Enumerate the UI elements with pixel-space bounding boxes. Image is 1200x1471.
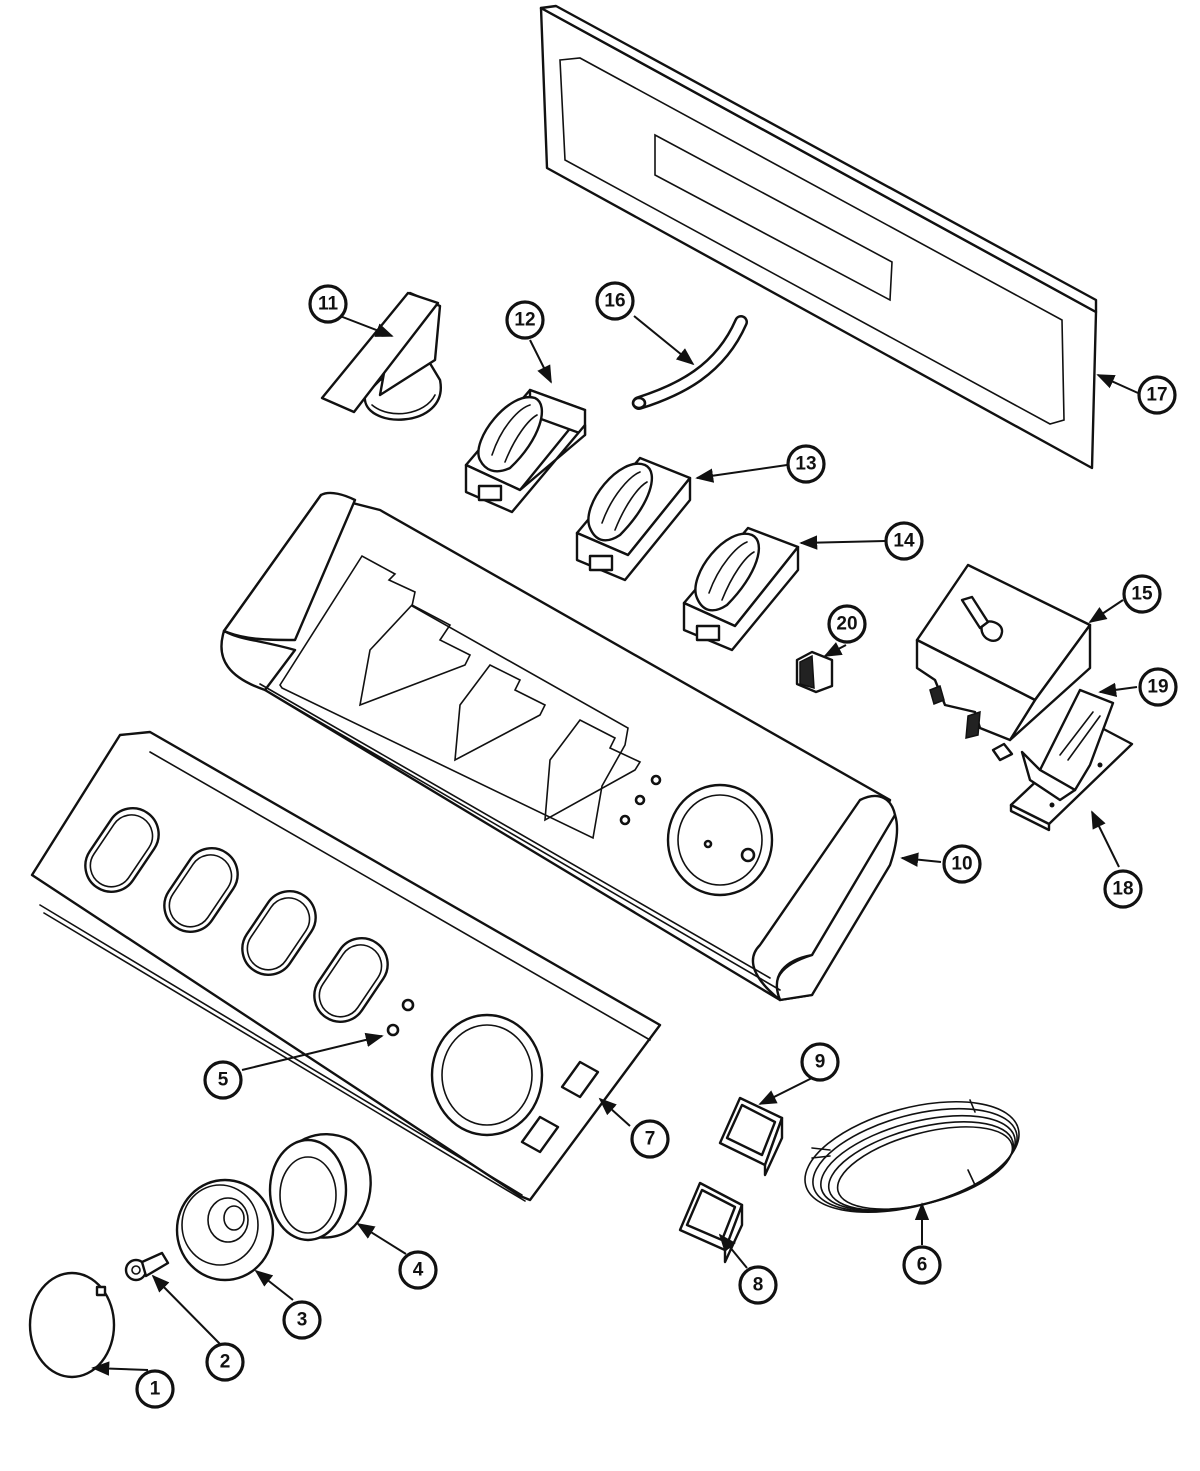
callout-15: 15 <box>1122 574 1162 614</box>
callout-label-10: 10 <box>951 854 972 875</box>
callout-label-19: 19 <box>1147 677 1168 698</box>
callout-2: 2 <box>205 1342 245 1382</box>
part-rocker-switch-9 <box>718 1096 784 1177</box>
callout-10: 10 <box>942 844 982 884</box>
callout-label-7: 7 <box>645 1129 656 1150</box>
callouts: 11 12 16 17 13 14 15 20 19 10 18 9 5 7 4… <box>135 281 1178 1409</box>
callout-label-16: 16 <box>604 291 625 312</box>
callout-13: 13 <box>786 444 826 484</box>
callout-7: 7 <box>630 1119 670 1159</box>
part-pin <box>124 1251 170 1282</box>
callout-label-13: 13 <box>795 454 816 475</box>
callout-18: 18 <box>1103 869 1143 909</box>
part-rear-panel <box>539 4 1098 470</box>
part-push-switch-14 <box>682 526 800 652</box>
part-hose <box>631 315 748 410</box>
callout-20: 20 <box>827 604 867 644</box>
callout-label-8: 8 <box>753 1275 764 1296</box>
part-dial <box>175 1178 275 1282</box>
callout-label-3: 3 <box>297 1310 308 1331</box>
callout-9: 9 <box>800 1042 840 1082</box>
callout-label-5: 5 <box>218 1070 229 1091</box>
callout-8: 8 <box>738 1265 778 1305</box>
part-control-panel <box>30 730 662 1202</box>
callout-label-1: 1 <box>150 1379 161 1400</box>
part-push-switch-13 <box>575 456 692 582</box>
part-clip <box>795 650 834 694</box>
callout-label-20: 20 <box>836 614 857 635</box>
callout-label-6: 6 <box>917 1255 928 1276</box>
callout-label-11: 11 <box>318 294 339 315</box>
part-selector-switch <box>320 291 442 421</box>
callout-19: 19 <box>1138 667 1178 707</box>
part-wire-harness <box>804 1099 1020 1214</box>
callout-label-18: 18 <box>1112 879 1133 900</box>
part-push-switch-12 <box>464 388 587 514</box>
callout-label-9: 9 <box>815 1052 826 1073</box>
part-bracket <box>991 688 1115 802</box>
callout-17: 17 <box>1137 375 1177 415</box>
callout-label-14: 14 <box>893 531 915 552</box>
callout-1: 1 <box>135 1369 175 1409</box>
callout-16: 16 <box>595 281 635 321</box>
callout-label-12: 12 <box>514 310 535 331</box>
part-console-housing <box>220 491 899 1002</box>
part-dial-skirt <box>268 1133 372 1242</box>
callout-label-15: 15 <box>1131 584 1153 605</box>
callout-label-2: 2 <box>220 1352 231 1373</box>
callout-12: 12 <box>505 300 545 340</box>
callout-4: 4 <box>398 1250 438 1290</box>
callout-label-4: 4 <box>413 1260 424 1281</box>
callout-6: 6 <box>902 1245 942 1285</box>
callout-label-17: 17 <box>1146 385 1167 406</box>
part-cap <box>28 1271 116 1379</box>
part-timer <box>915 563 1092 742</box>
callout-11: 11 <box>308 284 348 324</box>
callout-3: 3 <box>282 1300 322 1340</box>
leader-lines <box>91 315 1139 1376</box>
callout-5: 5 <box>203 1060 243 1100</box>
callout-14: 14 <box>884 521 924 561</box>
